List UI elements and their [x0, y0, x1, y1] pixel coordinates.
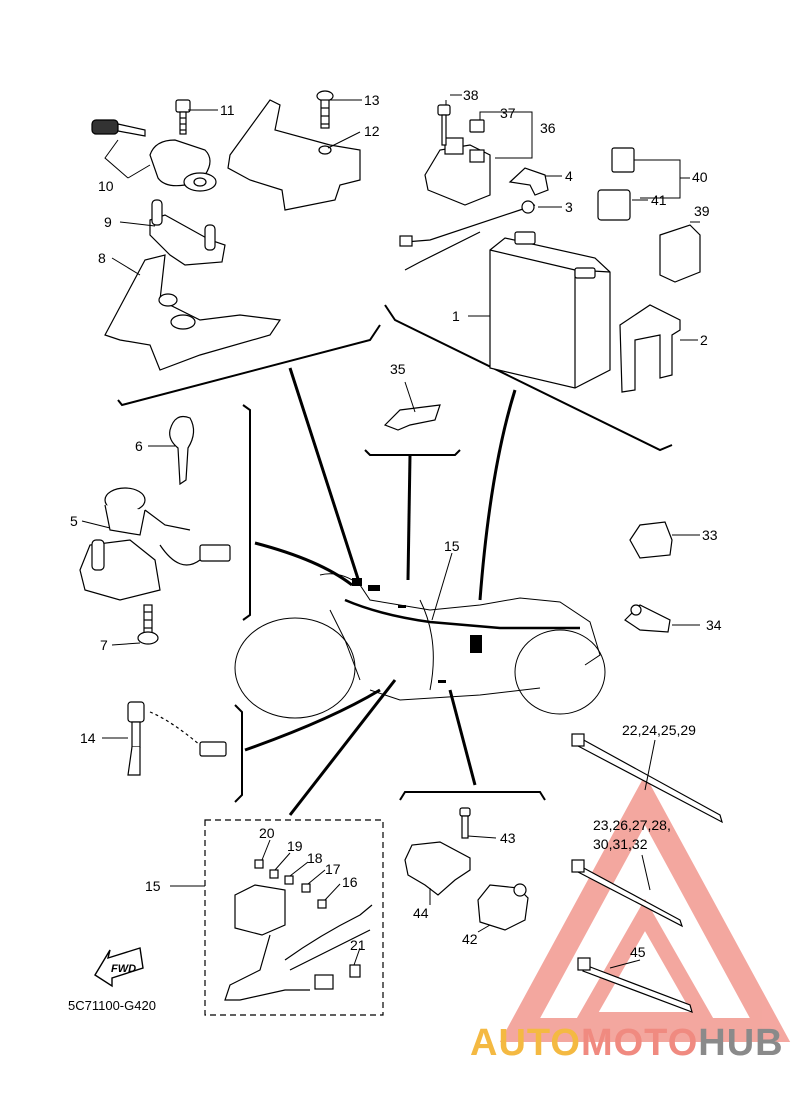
mounting-plate-icon [149, 199, 226, 266]
starter-relay-icon [424, 104, 491, 206]
callout-40: 40 [692, 169, 708, 185]
callout-17: 17 [325, 861, 341, 877]
key-icon [91, 119, 146, 137]
callout-2: 2 [700, 332, 708, 348]
callout-39: 39 [694, 203, 710, 219]
watermark-triangle [499, 774, 791, 1042]
watermark-text: AUTOMOTOHUB [470, 1022, 784, 1064]
callout-35: 35 [390, 361, 406, 377]
callout-13: 13 [364, 92, 380, 108]
callout-10: 10 [98, 178, 114, 194]
callout-12: 12 [364, 123, 380, 139]
callout-34: 34 [706, 617, 722, 633]
callout-16: 16 [342, 874, 358, 890]
screw-icon [316, 90, 334, 129]
cable-tie-icon [571, 733, 723, 1013]
neutral-switch-icon [127, 701, 227, 776]
callout-42: 42 [462, 931, 478, 947]
callout-1: 1 [452, 308, 460, 324]
cover-bracket-icon [227, 99, 361, 211]
holder-icon [624, 521, 673, 633]
battery-band-icon [619, 304, 681, 393]
location-marks [352, 578, 482, 683]
callout-30-31-32: 30,31,32 [593, 836, 648, 852]
leader-lines [244, 367, 517, 816]
callout-9: 9 [104, 214, 112, 230]
ignition-switch-icon [79, 487, 231, 601]
diagram-code: 5C71100-G420 [68, 998, 156, 1013]
callout-41: 41 [651, 192, 667, 208]
callout-4: 4 [565, 168, 573, 184]
callout-3: 3 [565, 199, 573, 215]
clamp-icon [383, 404, 441, 431]
motorcycle-outline [234, 573, 606, 719]
callout-20: 20 [259, 825, 275, 841]
main-switch-icon [149, 139, 217, 192]
callout-14: 14 [80, 730, 96, 746]
group-bracket-left [234, 404, 251, 803]
callout-36: 36 [540, 120, 556, 136]
callout-leaders [81, 94, 700, 969]
forward-label: FWD [111, 963, 136, 975]
bracket-icon [404, 807, 471, 896]
callout-21: 21 [350, 937, 366, 953]
callout-43: 43 [500, 830, 516, 846]
callout-22-24-25-29: 22,24,25,29 [622, 722, 696, 738]
group-bracket-35 [364, 449, 461, 456]
callout-45: 45 [630, 944, 646, 960]
spare-key-icon [169, 415, 195, 486]
callout-6: 6 [135, 438, 143, 454]
callout-18: 18 [307, 850, 323, 866]
callout-8: 8 [98, 250, 106, 266]
callout-44: 44 [413, 905, 429, 921]
callout-15-box: 15 [145, 878, 161, 894]
callout-5: 5 [70, 513, 78, 529]
fuse-icon [469, 119, 485, 133]
steering-bracket-icon [104, 254, 282, 371]
callout-37: 37 [500, 105, 516, 121]
callout-38: 38 [463, 87, 479, 103]
callout-7: 7 [100, 637, 108, 653]
callout-19: 19 [287, 838, 303, 854]
callout-23-26-27-28: 23,26,27,28, [593, 817, 671, 833]
harness-detail-box [204, 819, 384, 1016]
forward-arrow-icon: FWD [94, 947, 144, 988]
wire-harness-icon [224, 859, 373, 1001]
bolt-icon [175, 99, 191, 135]
screw-icon [137, 604, 159, 645]
group-bracket-bottom [399, 791, 546, 801]
sensor-icon [477, 883, 529, 931]
callout-15-top: 15 [444, 538, 460, 554]
relay-icon [597, 147, 701, 283]
battery-icon [489, 231, 611, 389]
callout-labels: 1 2 3 4 5 6 7 8 9 10 11 12 13 14 15 15 1… [70, 87, 722, 960]
callout-33: 33 [702, 527, 718, 543]
wire-harness-line [344, 598, 580, 630]
callout-11: 11 [220, 102, 235, 118]
terminal-cover-icon [508, 167, 549, 196]
group-bracket-top-right [384, 304, 673, 452]
group-bracket-top-left [117, 324, 381, 407]
battery-cable-icon [399, 200, 536, 271]
